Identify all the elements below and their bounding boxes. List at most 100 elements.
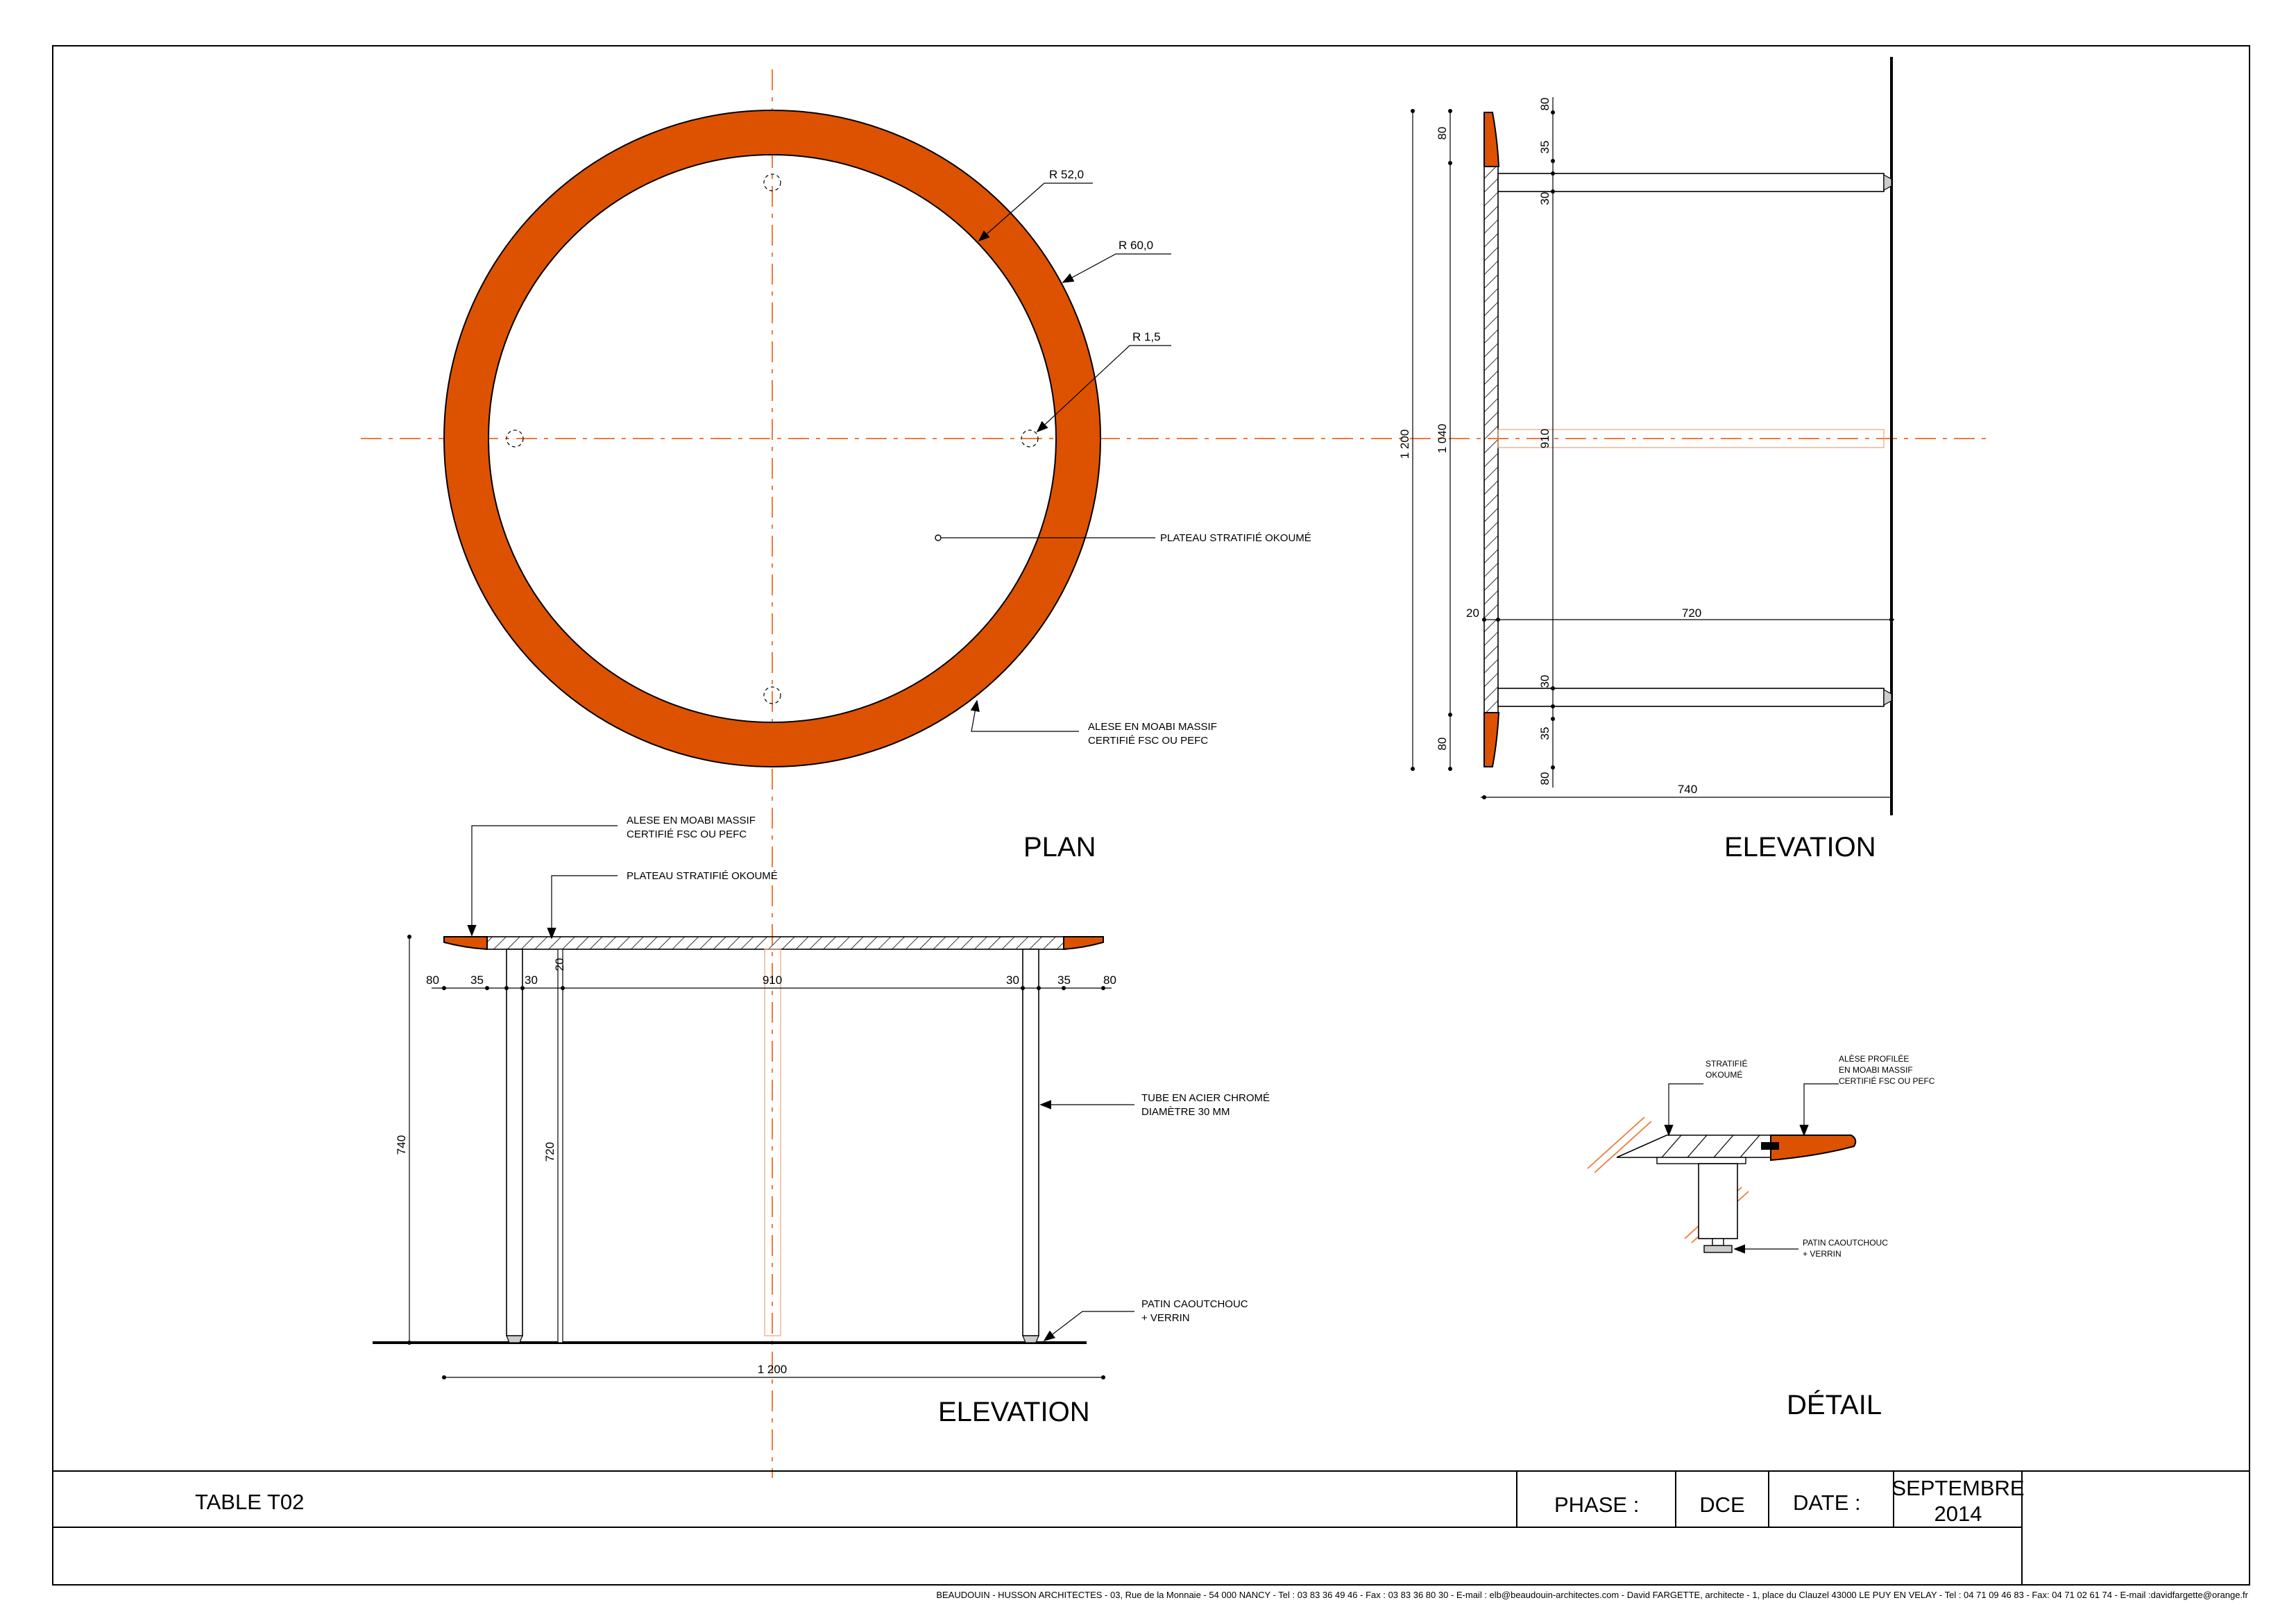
dim-80-left-top: 80 [1436,127,1449,140]
note-detail-edge-line3: CERTIFIÉ FSC OU PEFC [1839,1076,1935,1086]
date-month: SEPTEMBRE [1891,1476,2024,1500]
leader-front-foot [1043,1311,1134,1342]
detail-break-1 [1587,1116,1645,1169]
front-leg-hidden [764,949,781,1336]
detail-foot-stem [1712,1238,1724,1246]
dim-front-720: 720 [543,1142,556,1162]
leader-edge [970,699,1079,732]
date-year: 2014 [1934,1502,1982,1526]
front-top-slab [485,936,1066,950]
leader-dot-plateau [935,534,942,541]
front-foot-right [1022,1335,1039,1343]
note-detail-edge-line2: EN MOABI MASSIF [1839,1065,1913,1075]
front-edge-left [443,936,488,951]
detail-leg [1698,1163,1738,1239]
side-elevation-view: 1 200 1 040 80 80 80 35 30 910 30 35 80 … [1398,57,1894,863]
note-detail-foot-line2: + VERRIN [1803,1249,1842,1259]
note-front-edge-line2: CERTIFIÉ FSC OU PEFC [627,829,747,840]
side-foot-top [1883,173,1892,192]
leader-r52 [978,182,1093,242]
note-front-foot-line2: + VERRIN [1141,1312,1190,1324]
note-detail-edge-line1: ALÈSE PROFILÉE [1839,1053,1909,1064]
dim-910-side: 910 [1538,429,1551,448]
leg-hole-right [1021,430,1039,448]
leader-r60 [1062,253,1171,283]
leader-r15 [1036,345,1171,433]
side-edge-top [1483,112,1500,167]
note-front-plateau: PLATEAU STRATIFIÉ OKOUMÉ [627,870,778,882]
footer-contact: BEAUDOUIN - HUSSON ARCHITECTES - 03, Rue… [936,1590,2248,1600]
dim-front-30-left: 30 [525,974,538,987]
detail-break-2 [1594,1121,1652,1173]
dim-80-right-top: 80 [1538,98,1551,111]
dim-front-80-right: 80 [1103,974,1116,987]
note-detail-foot-line1: PATIN CAOUTCHOUC [1803,1238,1888,1248]
title-block: TABLE T02 PHASE : DCE DATE : SEPTEMBRE 2… [53,1470,2250,1585]
side-leg-bottom [1497,688,1885,707]
front-leg-left-outer [506,949,523,1336]
note-plateau: PLATEAU STRATIFIÉ OKOUMÉ [1160,532,1311,544]
dim-1200: 1 200 [1398,430,1411,459]
label-r60: R 60,0 [1119,239,1153,252]
note-edge-line2: CERTIFIÉ FSC OU PEFC [1088,735,1208,747]
note-front-edge-line1: ALESE EN MOABI MASSIF [627,815,756,826]
front-edge-right [1063,936,1104,951]
dim-1040: 1 040 [1436,424,1449,454]
dim-35-right-bottom: 35 [1538,727,1551,740]
note-front-tube-line1: TUBE EN ACIER CHROMÉ [1141,1092,1270,1104]
front-foot-left [506,1335,523,1343]
side-foot-bottom [1883,688,1892,706]
side-elevation-title: ELEVATION [1724,832,1876,863]
dim-30-right-top: 30 [1538,192,1551,205]
dim-front-910: 910 [763,974,782,987]
label-r52: R 52,0 [1049,168,1084,181]
detail-view: STRATIFIÉ OKOUMÉ ALÈSE PROFILÉE EN MOABI… [1587,1053,1935,1420]
dim-720-side: 720 [1682,606,1701,620]
detail-tongue [1761,1142,1779,1150]
leader-front-edge [467,825,618,937]
side-edge-bottom [1483,712,1500,767]
front-elevation-view: 80 35 30 910 30 35 80 20 740 720 1 200 A… [373,815,1270,1427]
front-elevation-title: ELEVATION [938,1397,1090,1427]
side-leg-hidden [1497,429,1885,448]
leg-hole-bottom [763,686,781,704]
dim-35-right-top: 35 [1538,141,1551,154]
leader-front-plateau [547,875,618,940]
phase-value: DCE [1699,1493,1744,1517]
dim-80-right-bottom: 80 [1538,772,1551,785]
date-label: DATE : [1793,1490,1861,1515]
leader-detail-edge [1799,1083,1839,1137]
label-r15: R 1,5 [1132,330,1161,343]
plan-edge-ring [443,110,1102,767]
leader-detail-top [1664,1083,1703,1137]
dim-80-left-bottom: 80 [1436,738,1449,751]
note-detail-top-line1: STRATIFIÉ [1706,1058,1747,1069]
leg-hole-top [763,173,781,192]
detail-edge-profile [1770,1135,1857,1162]
dim-front-80-left: 80 [426,974,439,987]
front-leg-left-inner [557,949,563,1343]
note-edge-line1: ALESE EN MOABI MASSIF [1088,721,1217,733]
dim-30-right-bottom: 30 [1538,675,1551,688]
sheet-frame [52,45,2250,1586]
dim-front-35-left: 35 [470,974,484,987]
dim-front-30-right: 30 [1006,974,1019,987]
detail-title: DÉTAIL [1787,1389,1882,1420]
note-front-tube-line2: DIAMÈTRE 30 MM [1141,1106,1230,1118]
dim-front-740: 740 [395,1135,408,1155]
detail-foot-pad [1703,1245,1733,1253]
detail-top-slab [1616,1135,1771,1158]
leg-hole-left [506,430,524,448]
note-detail-top-line2: OKOUMÉ [1706,1069,1742,1080]
dim-740-side: 740 [1678,783,1697,796]
dim-20-side: 20 [1466,606,1479,620]
detail-plate [1656,1157,1746,1164]
front-leg-right [1022,949,1039,1336]
note-front-foot-line1: PATIN CAOUTCHOUC [1141,1298,1248,1310]
plan-title: PLAN [1023,832,1096,863]
dim-front-35-right: 35 [1057,974,1071,987]
project-name: TABLE T02 [195,1490,304,1514]
plan-view: R 52,0 R 60,0 R 1,5 PLATEAU STRATIFIÉ OK… [361,69,1991,1478]
dim-front-20: 20 [553,958,566,971]
